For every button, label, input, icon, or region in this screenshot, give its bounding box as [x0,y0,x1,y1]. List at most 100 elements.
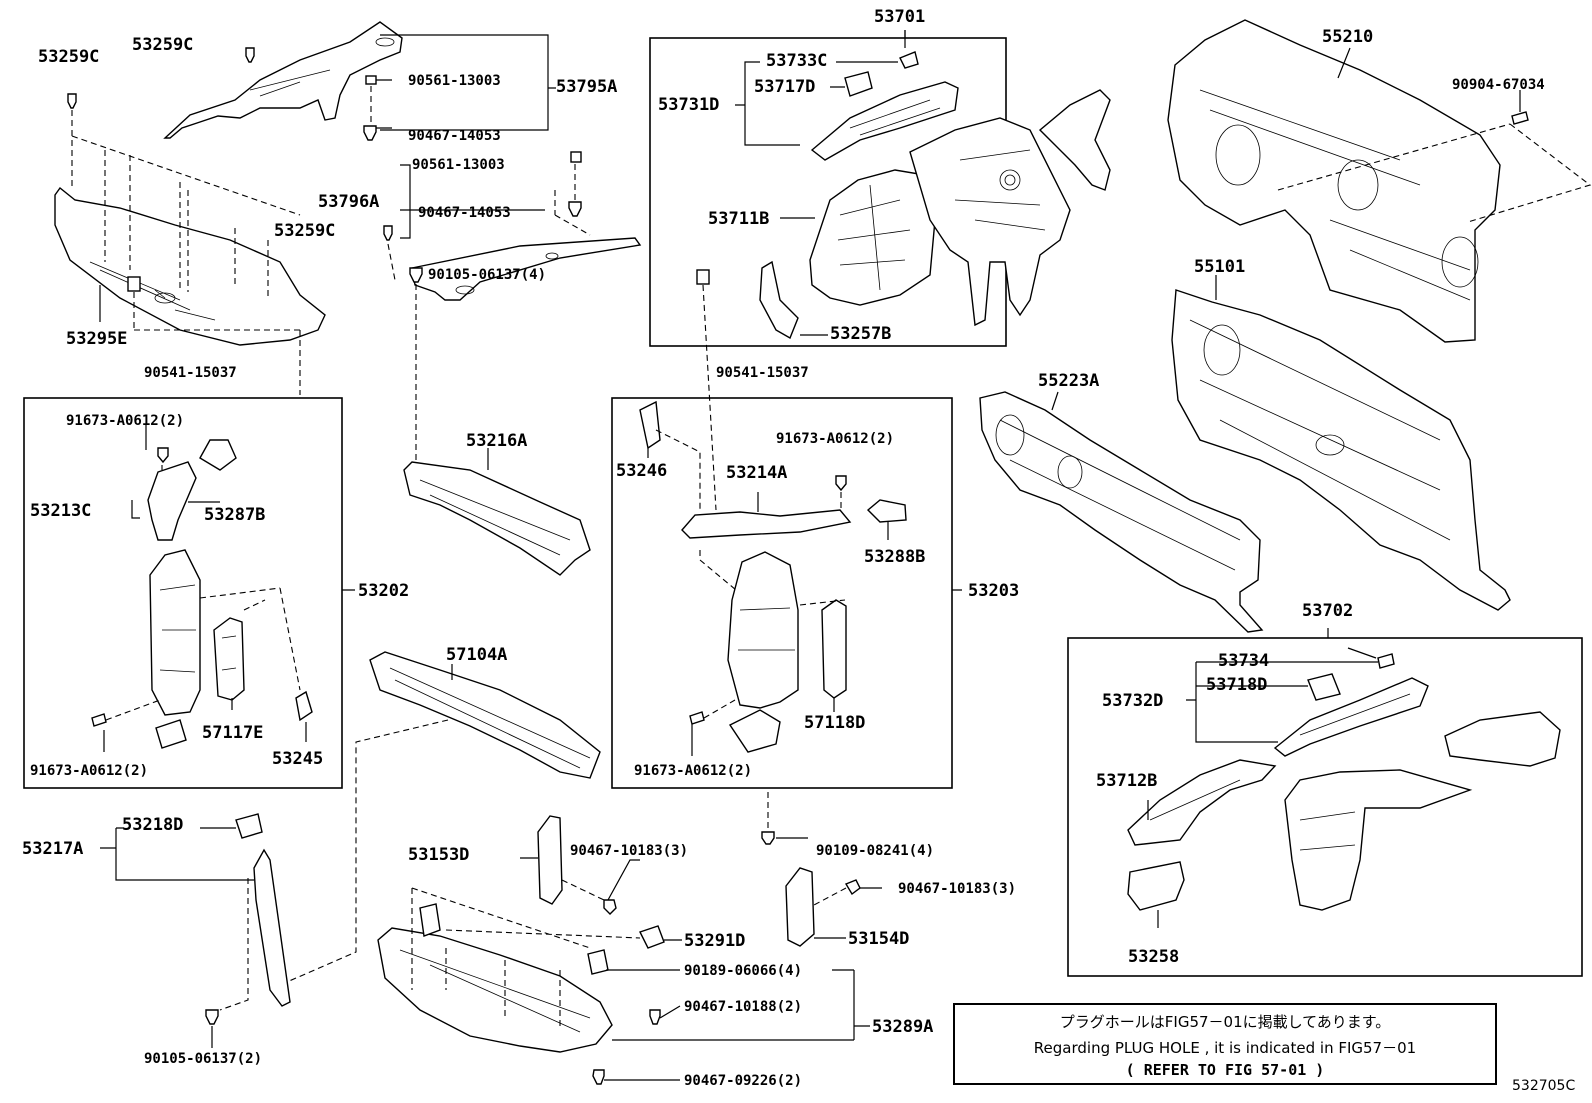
part-53246 [639,400,661,450]
callout-90105-06137: 90105-06137(4) [428,267,547,283]
callout-90467-10183: 90467-10183(3) [898,881,1017,897]
clip-91673-b [91,713,107,727]
callout-90467-10188: 90467-10188(2) [684,999,803,1015]
callout-90561-13003: 90561-13003 [412,157,505,173]
part-53202-panel [149,549,201,716]
clip-91673-d [689,711,705,725]
part-53245 [295,690,313,722]
part-53287B [199,439,237,471]
callout-53217A: 53217A [22,839,84,859]
clip-90561-13003-a [365,75,377,85]
callout-57118D: 57118D [804,713,866,733]
callout-90467-14053: 90467-14053 [418,205,511,221]
part-53289A [377,903,613,1053]
clip-53259C-mid [383,225,393,241]
callout-53245: 53245 [272,749,324,769]
part-53718D [1307,673,1341,701]
part-53717D [844,71,873,97]
part-53702-bracket [1444,711,1561,767]
callout-90105-06137: 90105-06137(2) [144,1051,263,1067]
callout-53259C: 53259C [274,221,336,241]
callout-53246: 53246 [616,461,668,481]
part-55101 [1171,289,1511,611]
callout-53711B: 53711B [708,209,770,229]
callout-53288B: 53288B [864,547,926,567]
part-53733C [899,51,919,69]
clip-90467-10183-a [603,899,617,915]
callout-55210: 55210 [1322,27,1374,47]
clip-90467-10188 [649,1009,661,1025]
callout-53702: 53702 [1302,601,1354,621]
clip-90904-67034 [1511,111,1529,125]
callout-53287B: 53287B [204,505,266,525]
callout-55223A: 55223A [1038,371,1100,391]
callout-90467-09226: 90467-09226(2) [684,1073,803,1089]
clip-90561-13003-b [570,151,582,163]
callout-53153D: 53153D [408,845,470,865]
clip-91673-c [835,475,847,492]
part-53258 [1127,861,1185,911]
part-53702-panel [1284,769,1473,911]
clip-91673-a [157,447,169,464]
callout-90109-08241: 90109-08241(4) [816,843,935,859]
note-reference: ( REFER TO FIG 57-01 ) [1125,1061,1325,1079]
part-57104A [369,651,601,779]
clip-90467-14053-a [363,125,377,141]
callout-53734: 53734 [1218,651,1270,671]
part-53216A [403,461,591,576]
part-53295E [54,186,326,346]
callout-91673-A0612: 91673-A0612(2) [66,413,185,429]
part-55223A [979,391,1264,633]
callout-91673-A0612: 91673-A0612(2) [634,763,753,779]
callout-53259C: 53259C [38,47,100,67]
part-53795A [163,21,403,139]
part-53711B [809,169,936,306]
clip-53259C-left [67,93,77,109]
clip-53259C-top [245,47,255,63]
callout-53731D: 53731D [658,95,720,115]
callout-90904-67034: 90904-67034 [1452,77,1545,93]
callout-53258: 53258 [1128,947,1180,967]
part-53732D [1273,677,1429,757]
callout-53203: 53203 [968,581,1020,601]
part-53202-block [155,719,187,749]
clip-90105-2 [205,1009,219,1025]
callout-53717D: 53717D [754,77,816,97]
callout-57117E: 57117E [202,723,264,743]
part-53154D [785,867,815,947]
plug-hole-note: プラグホールはFIG57－01に掲載してあります。 Regarding PLUG… [953,1003,1497,1085]
callout-53202: 53202 [358,581,410,601]
part-53203-panel [727,551,799,709]
part-53734 [1377,653,1395,669]
part-55210 [1167,19,1501,343]
part-53203-block [728,709,781,753]
callout-55101: 55101 [1194,257,1246,277]
callout-53701: 53701 [874,7,926,27]
callout-53291D: 53291D [684,931,746,951]
callout-53289A: 53289A [872,1017,934,1037]
callout-90467-14053: 90467-14053 [408,128,501,144]
group-box-53702 [1067,637,1583,977]
callout-53218D: 53218D [122,815,184,835]
note-japanese: プラグホールはFIG57－01に掲載してあります。 [1059,1013,1391,1031]
clip-90467-14053-b [568,201,582,217]
callout-53733C: 53733C [766,51,828,71]
callout-53796A: 53796A [318,192,380,212]
callout-90541-15037: 90541-15037 [716,365,809,381]
callout-53259C: 53259C [132,35,194,55]
callout-53216A: 53216A [466,431,528,451]
callout-90561-13003: 90561-13003 [408,73,501,89]
callout-91673-A0612: 91673-A0612(2) [776,431,895,447]
callout-53295E: 53295E [66,329,128,349]
part-53257B [759,260,799,340]
callout-90541-15037: 90541-15037 [144,365,237,381]
clip-90467-09226 [592,1069,605,1085]
group-box-53202 [23,397,343,789]
callout-53795A: 53795A [556,77,618,97]
callout-53732D: 53732D [1102,691,1164,711]
part-53796A [411,237,642,301]
note-english: Regarding PLUG HOLE , it is indicated in… [1033,1039,1417,1057]
clip-90105-4 [409,267,423,283]
